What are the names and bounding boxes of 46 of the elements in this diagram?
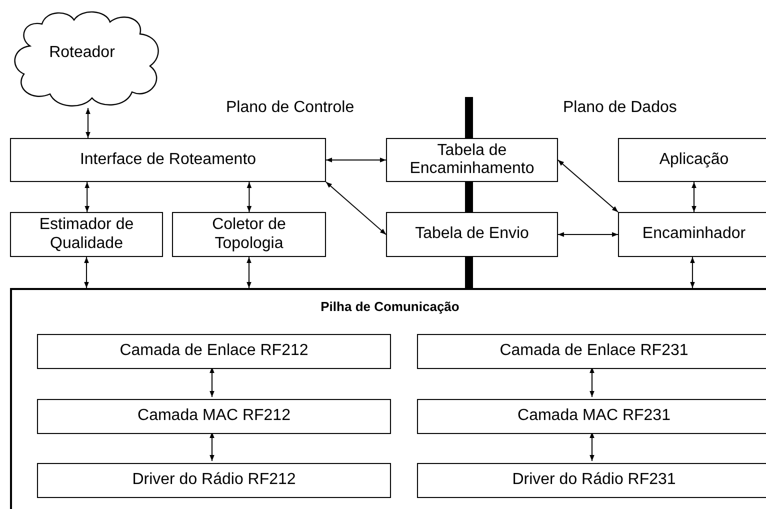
box-label: Encaminhador xyxy=(642,225,746,244)
double-arrow xyxy=(84,182,90,212)
double-arrow xyxy=(558,160,618,212)
box-label: Tabela de Envio xyxy=(415,225,529,244)
double-arrow xyxy=(246,256,252,288)
box-label: Roteador xyxy=(49,44,115,62)
box-label: Camada MAC RF231 xyxy=(518,407,670,426)
box-label: Driver do Rádio RF231 xyxy=(512,471,676,490)
stack-panel xyxy=(10,288,766,509)
double-arrow xyxy=(210,366,214,398)
process-box xyxy=(37,399,391,434)
box-label: Camada MAC RF212 xyxy=(138,407,290,426)
double-arrow xyxy=(84,256,89,288)
box-label: Driver do Rádio RF212 xyxy=(132,471,296,490)
process-box xyxy=(417,399,766,434)
process-box xyxy=(386,212,558,257)
box-label: Tabela de Encaminhamento xyxy=(408,142,536,178)
process-box xyxy=(10,138,326,182)
double-arrow xyxy=(210,432,214,462)
panel-heading: Pilha de Comunicação xyxy=(320,298,460,316)
process-box xyxy=(417,463,766,498)
process-box xyxy=(618,212,766,257)
box-label: Camada de Enlace RF231 xyxy=(500,342,688,361)
box-label: Coletor de Topologia xyxy=(211,216,287,253)
double-arrow xyxy=(690,256,695,288)
process-box xyxy=(37,463,391,498)
double-arrow xyxy=(558,232,618,237)
double-arrow xyxy=(590,366,594,398)
box-label: Estimador de Qualidade xyxy=(38,216,135,253)
double-arrow xyxy=(246,182,252,212)
process-box xyxy=(618,138,766,182)
double-arrow xyxy=(326,158,386,162)
double-arrow xyxy=(86,107,90,138)
process-box xyxy=(417,334,766,369)
box-label: Interface de Roteamento xyxy=(80,150,256,170)
process-box xyxy=(37,334,391,369)
box-label: Camada de Enlace RF212 xyxy=(120,342,308,361)
plane-label: Plano de Dados xyxy=(563,98,677,118)
process-box xyxy=(10,212,163,257)
double-arrow xyxy=(590,432,594,462)
plane-label: Plano de Controle xyxy=(226,98,354,118)
double-arrow xyxy=(692,182,696,212)
double-arrow xyxy=(326,182,386,235)
box-label: Aplicação xyxy=(659,150,729,170)
process-box xyxy=(172,212,326,257)
process-box xyxy=(386,138,558,182)
